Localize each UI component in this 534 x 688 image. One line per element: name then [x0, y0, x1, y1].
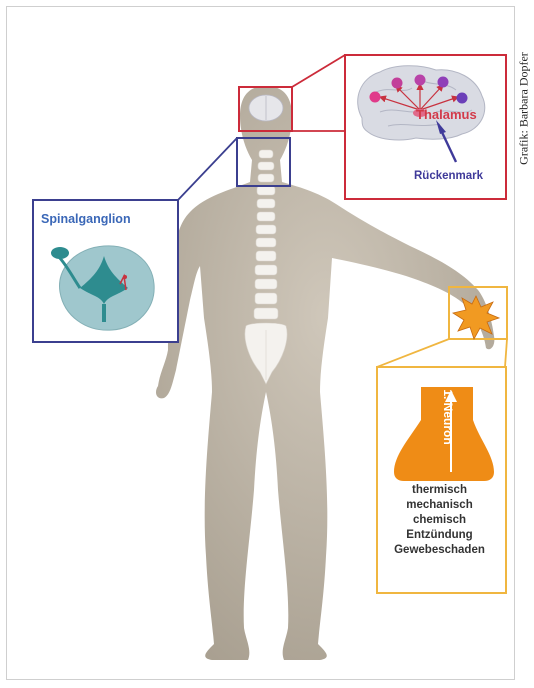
stimulus-connector-left	[377, 339, 449, 367]
neuron-label: 1. Neuron	[441, 387, 455, 447]
thalamus-label: Thalamus	[416, 107, 477, 122]
stimulus-item: chemisch	[377, 513, 502, 528]
stimulus-item: Entzündung	[377, 528, 502, 543]
stimulus-connector	[505, 339, 507, 367]
spinalganglion-label: Spinalganglion	[41, 212, 131, 226]
brain-icon	[358, 66, 485, 140]
thalamus-connector	[292, 55, 345, 87]
stimulus-item: Gewebeschaden	[377, 543, 502, 558]
rueckenmark-label: Rückenmark	[414, 170, 483, 182]
stimulus-list: thermisch mechanisch chemisch Entzündung…	[377, 483, 502, 558]
stimulus-item: thermisch	[377, 483, 502, 498]
head-brain	[249, 95, 283, 121]
stimulus-item: mechanisch	[377, 498, 502, 513]
